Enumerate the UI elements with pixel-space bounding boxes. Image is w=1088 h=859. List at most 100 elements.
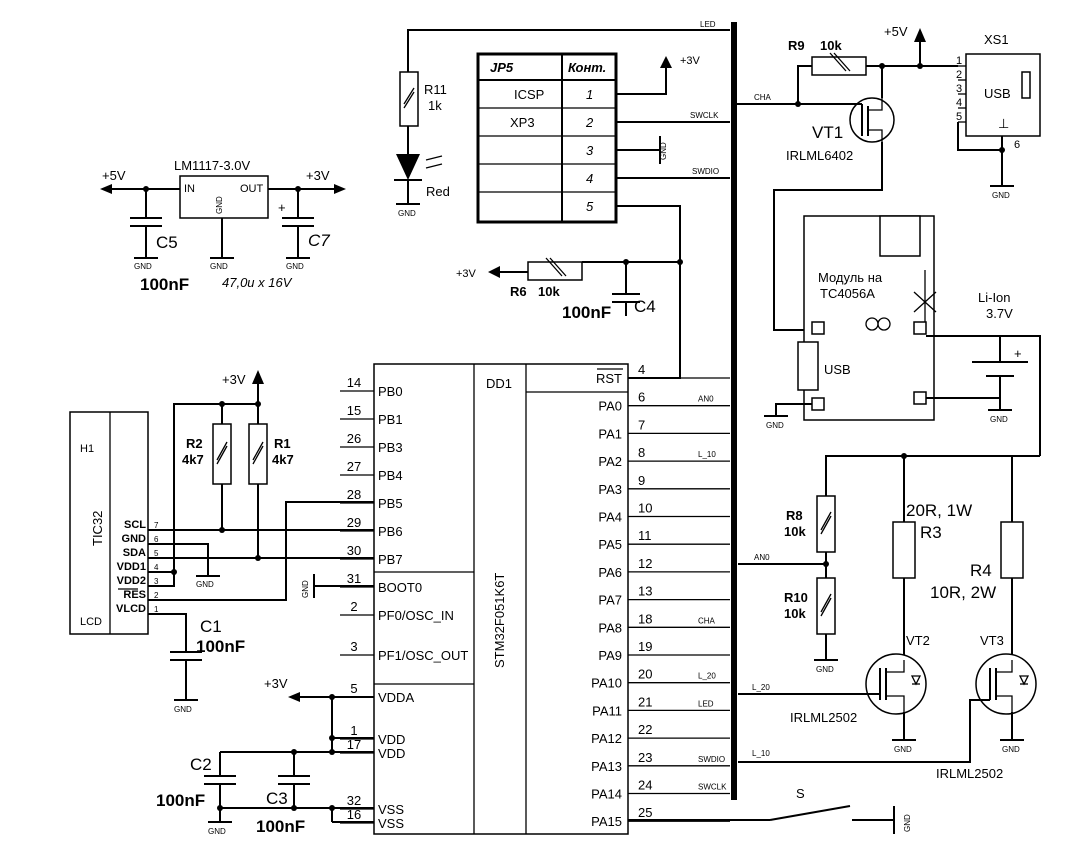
svg-text:GND: GND — [659, 142, 668, 160]
c3-value: 100nF — [256, 817, 305, 836]
jp5-row-label-2: XP3 — [510, 115, 535, 130]
arrow-5v-reg — [100, 184, 112, 194]
mcu-left-pin-num: 14 — [347, 375, 361, 390]
c7-value: 47,0u x 16V — [222, 275, 293, 290]
mcu-left-pin-name: VSS — [378, 816, 404, 831]
r2-value: 4k7 — [182, 452, 204, 467]
mcu-left-pin-num: 31 — [347, 571, 361, 586]
mcu-left-pin-num: 28 — [347, 487, 361, 502]
svg-text:GND: GND — [398, 209, 416, 218]
vt3-part: IRLML2502 — [936, 766, 1003, 781]
mcu-net-label: L_20 — [698, 672, 716, 681]
mcu-right-pin-name: PA8 — [598, 620, 622, 635]
lcd-pin-name: GND — [122, 533, 147, 545]
svg-text:+3V: +3V — [222, 372, 246, 387]
mcu-left-pin-name: VSS — [378, 802, 404, 817]
mcu-right-pin-num: 6 — [638, 390, 645, 405]
switch-s: S GND — [628, 786, 912, 834]
svg-text:+3V: +3V — [680, 55, 701, 67]
svg-text:IN: IN — [184, 183, 195, 195]
jp5-pin-1: 1 — [586, 87, 593, 102]
r10-ref: R10 — [784, 590, 808, 605]
mcu-left-pin-name: PB0 — [378, 384, 403, 399]
svg-text:GND: GND — [990, 415, 1008, 424]
mcu-right-pin-num: 22 — [638, 722, 652, 737]
led-branch: LED R11 1k Red GND — [394, 20, 730, 218]
resistor-r3 — [892, 521, 916, 579]
svg-text:SWCLK: SWCLK — [690, 111, 719, 120]
r9-ref: R9 — [788, 38, 805, 53]
r3-ref: R3 — [920, 523, 942, 542]
mcu-left-pin-name: BOOT0 — [378, 580, 422, 595]
r4-ref: R4 — [970, 561, 992, 580]
mcu-right-pin-name: PA0 — [598, 399, 622, 414]
mcu-right-pin-num: 19 — [638, 639, 652, 654]
mcu-right-pin-num: 13 — [638, 584, 652, 599]
svg-text:⊥: ⊥ — [998, 116, 1009, 131]
svg-text:6: 6 — [1014, 139, 1020, 151]
mcu-left-pin-num: 15 — [347, 403, 361, 418]
mcu-left-pin-name: PB3 — [378, 440, 403, 455]
arrow-3v-reg — [334, 184, 346, 194]
c1-value: 100nF — [196, 637, 245, 656]
svg-text:+3V: +3V — [264, 676, 288, 691]
svg-text:GND: GND — [174, 705, 192, 714]
lcd-pin-num: 6 — [154, 535, 159, 544]
mcu-right-pin-name: PA6 — [598, 565, 622, 580]
mcu-right-pin-name: PA15 — [591, 814, 622, 829]
mcu-right-pin-name: RST — [596, 371, 622, 386]
mcu-left-pin-name: PB5 — [378, 496, 403, 511]
mcu-net-label: AN0 — [698, 395, 714, 404]
mcu-net-label: LED — [698, 699, 714, 708]
c7-ref: C7 — [308, 231, 330, 250]
lcd-pin-num: 7 — [154, 521, 159, 530]
mcu-left-pin-num: 3 — [350, 639, 357, 654]
mcu-right-pin-num: 10 — [638, 501, 652, 516]
reset-rc: +3V R6 10k 100nF C4 — [456, 257, 683, 322]
lcd-pin-name: SCL — [124, 519, 146, 531]
i2c-pullups: +3V R2 4k7 R1 4k7 — [173, 370, 294, 584]
r8-value: 10k — [784, 524, 806, 539]
mcu-left-pin-name: PB4 — [378, 468, 403, 483]
svg-text:+3V: +3V — [306, 168, 330, 183]
mcu-body — [373, 363, 629, 835]
lcd-pin-name: RES — [123, 589, 146, 601]
r1-value: 4k7 — [272, 452, 294, 467]
mcu-right-pin-num: 7 — [638, 417, 645, 432]
svg-text:1: 1 — [956, 55, 962, 67]
mcu-right-pin-name: PA2 — [598, 454, 622, 469]
svg-text:OUT: OUT — [240, 183, 264, 195]
svg-text:GND: GND — [894, 745, 912, 754]
r6-value: 10k — [538, 284, 560, 299]
module-usb: USB — [824, 362, 851, 377]
lcd-pin-num: 5 — [154, 549, 159, 558]
svg-text:GND: GND — [286, 262, 304, 271]
svg-text:+: + — [1014, 346, 1022, 361]
mcu-right-pin-num: 11 — [638, 528, 652, 543]
vt2-ref: VT2 — [906, 633, 930, 648]
svg-text:3: 3 — [956, 83, 962, 95]
mcu-right-pin-name: PA13 — [591, 759, 622, 774]
svg-text:5: 5 — [956, 111, 962, 123]
led-diode-icon — [396, 154, 420, 180]
svg-text:+5V: +5V — [884, 24, 908, 39]
mcu-net-label: L_10 — [698, 450, 716, 459]
mcu-right-pin-num: 25 — [638, 805, 652, 820]
mcu-left-pin-name: VDDA — [378, 690, 414, 705]
mcu-left-pin-num: 16 — [347, 807, 361, 822]
lcd-wiring: GND GND C1 100nF — [148, 501, 374, 714]
svg-text:GND: GND — [134, 262, 152, 271]
mcu-net-label: SWCLK — [698, 783, 727, 792]
mcu-left-pin-num: 30 — [347, 543, 361, 558]
mcu-left-pin-name: VDD — [378, 746, 405, 761]
svg-text:GND: GND — [766, 421, 784, 430]
c2-value: 100nF — [156, 791, 205, 810]
arrow-5v-vt1 — [914, 28, 926, 42]
mcu-left-pin-name: PF1/OSC_OUT — [378, 648, 468, 663]
mcu-right-pin-name: PA1 — [598, 426, 622, 441]
mcu-right-pin-num: 9 — [638, 473, 645, 488]
mcu-left-pin-num: 32 — [347, 793, 361, 808]
svg-text:AN0: AN0 — [754, 553, 770, 562]
